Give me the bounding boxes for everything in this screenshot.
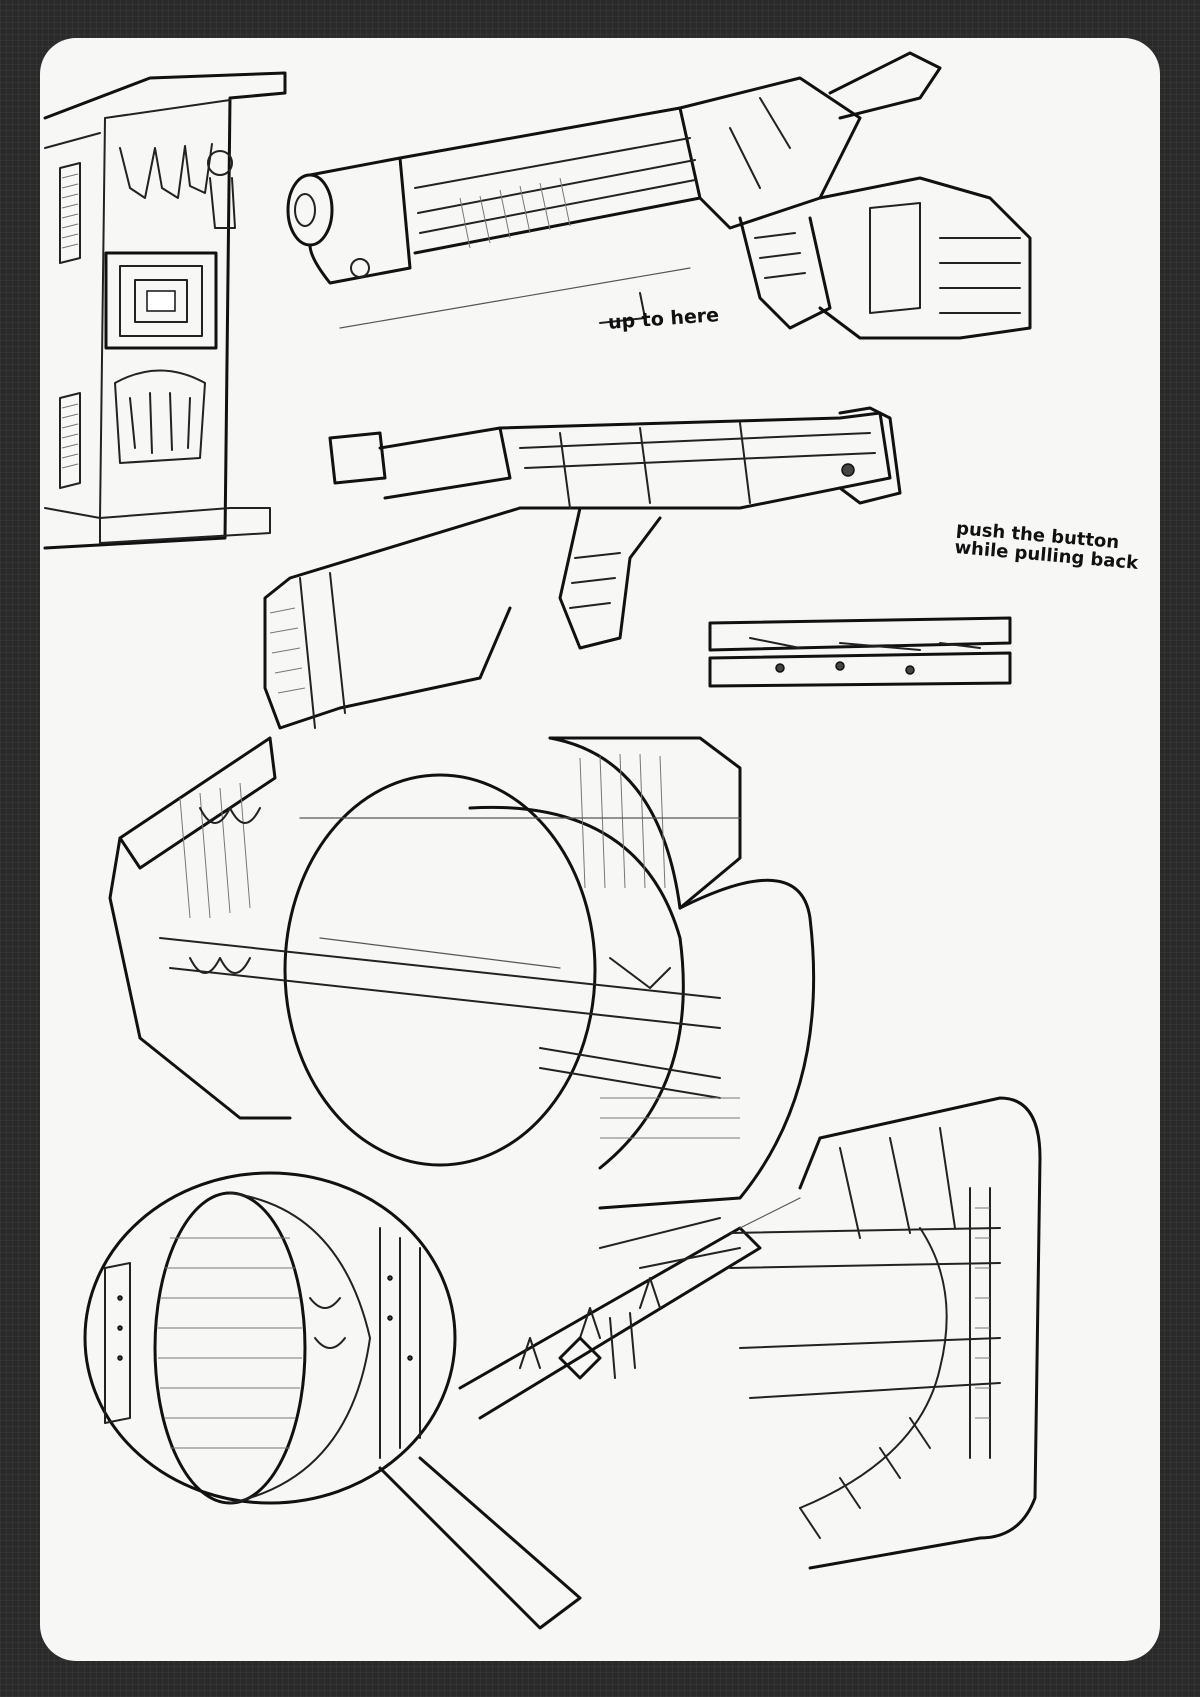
storage-panel-sketch bbox=[45, 73, 285, 548]
sketch-page: up to here push the button while pulling… bbox=[40, 38, 1160, 1661]
sketch-drawings bbox=[40, 38, 1160, 1661]
cylinder-module-sketch bbox=[110, 738, 814, 1208]
rail-beam-sketch bbox=[380, 1198, 800, 1628]
sphere-pod-sketch bbox=[85, 1173, 455, 1503]
rifle-sketch-middle bbox=[265, 408, 1010, 728]
rifle-sketch-top bbox=[288, 53, 1030, 338]
frame-ring-sketch bbox=[730, 1098, 1040, 1568]
